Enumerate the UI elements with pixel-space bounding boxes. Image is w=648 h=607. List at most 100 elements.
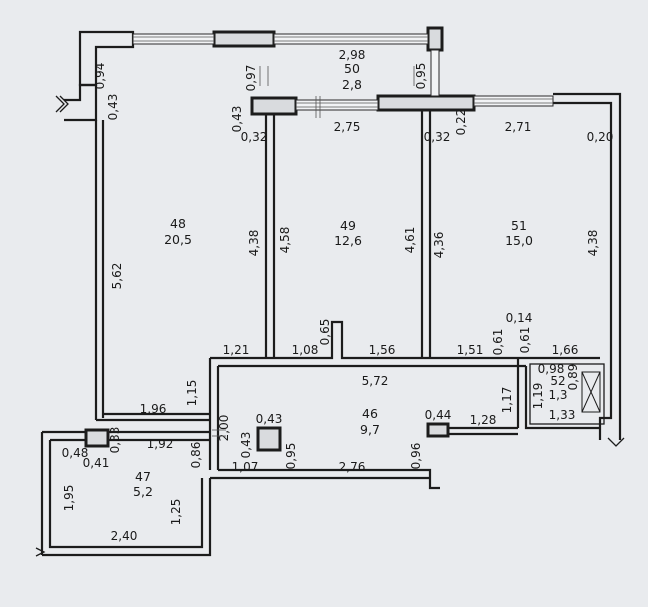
dim-label: 1,51 (457, 343, 484, 357)
wall-right-exterior (553, 92, 622, 440)
dim-label: 1,19 (531, 383, 545, 410)
dim-label: 0,41 (83, 456, 110, 470)
dimension-labels: 2,98 0,94 0,43 0,97 0,95 0,43 0,32 2,75 … (62, 48, 614, 543)
vent-shaft (581, 371, 601, 413)
room-51-area: 15,0 (505, 233, 533, 248)
room-47-number: 47 (135, 469, 151, 484)
wall-hall-left (208, 358, 220, 470)
dim-label: 0,43 (106, 94, 120, 121)
room-52-number: 52 (550, 374, 565, 388)
dim-label: 2,00 (217, 415, 231, 442)
dim-label: 0,32 (241, 130, 268, 144)
room-46-number: 46 (362, 406, 378, 421)
room-47-area: 5,2 (133, 484, 153, 499)
dim-label: 0,20 (587, 130, 614, 144)
dim-label: 0,44 (425, 408, 452, 422)
dim-label: 1,28 (470, 413, 497, 427)
dim-label: 1,33 (549, 408, 576, 422)
room-labels: 48 20,5 49 12,6 51 15,0 50 2,8 46 9,7 52… (133, 61, 567, 499)
dim-label: 1,25 (169, 499, 183, 526)
column-top-left (212, 30, 276, 48)
dim-label: 2,71 (505, 120, 532, 134)
window-room49 (295, 99, 379, 111)
dim-label: 0,43 (230, 106, 244, 133)
dim-label: 0,95 (284, 443, 298, 470)
wall-left-exterior (94, 120, 105, 420)
room-52-area: 1,3 (548, 388, 567, 402)
dim-label: 0,14 (506, 311, 533, 325)
column-hall-right (426, 422, 450, 438)
dim-label: 4,58 (278, 227, 292, 254)
room-46-area: 9,7 (360, 422, 380, 437)
dim-label: 0,61 (491, 329, 505, 356)
dim-label: 0,94 (93, 63, 107, 90)
dim-label: 1,95 (62, 485, 76, 512)
room-49-area: 12,6 (334, 233, 362, 248)
wall-partition-49-51 (420, 110, 432, 358)
dim-label: 0,98 (538, 362, 565, 376)
wall-balcony-top (108, 430, 210, 442)
dim-label: 0,32 (424, 130, 451, 144)
dim-label: 0,61 (518, 327, 532, 354)
dim-label: 5,72 (362, 374, 389, 388)
dim-label: 1,66 (552, 343, 579, 357)
window-room51 (473, 95, 554, 107)
dim-label: 2,76 (339, 460, 366, 474)
dim-label: 0,43 (256, 412, 283, 426)
dim-label: 1,56 (369, 343, 396, 357)
dim-label: 1,96 (140, 402, 167, 416)
dim-label: 5,62 (110, 263, 124, 290)
dim-label: 0,33 (108, 427, 122, 454)
column-hall-center (256, 426, 282, 452)
dim-label: 1,17 (500, 387, 514, 414)
dim-label: 1,08 (292, 343, 319, 357)
dim-label: 0,86 (189, 442, 203, 469)
dim-label: 0,97 (244, 65, 258, 92)
windows (132, 33, 554, 111)
dim-label: 1,92 (147, 437, 174, 451)
dim-label: 4,36 (432, 232, 446, 259)
dim-label: 0,48 (62, 446, 89, 460)
wall-partition-48-49 (264, 110, 276, 358)
column-balcony (84, 428, 110, 448)
room-51-number: 51 (511, 218, 527, 233)
column-top-right (426, 26, 444, 52)
dim-label: 1,21 (223, 343, 250, 357)
room-50-area: 2,8 (342, 77, 362, 92)
dim-label: 0,22 (454, 109, 468, 136)
wall-hall-52 (440, 358, 600, 436)
break-mark-bottom (35, 547, 46, 557)
room52-box (529, 363, 605, 425)
walls (35, 30, 625, 557)
sash-ticks (212, 66, 415, 437)
break-mark-left (55, 95, 69, 113)
dim-label: 0,65 (318, 319, 332, 346)
column-49-51-top (376, 94, 476, 112)
dim-label: 2,40 (111, 529, 138, 543)
wall-hall-top (210, 320, 600, 368)
wall-room48-bottom (96, 412, 210, 422)
wall-hall-bottom (210, 468, 440, 490)
window-top-right (273, 33, 429, 45)
dim-label: 4,61 (403, 227, 417, 254)
room-49-number: 49 (340, 218, 356, 233)
room-50-number: 50 (344, 61, 360, 76)
dim-label: 0,43 (239, 432, 253, 459)
dim-label: 4,38 (247, 230, 261, 257)
dim-label: 1,07 (232, 460, 259, 474)
break-mark-right (607, 437, 625, 447)
dim-label: 2,98 (339, 48, 366, 62)
dim-label: 0,96 (409, 443, 423, 470)
dim-label: 0,89 (566, 364, 580, 391)
wall-left-notch (64, 83, 98, 122)
window-top-left (132, 33, 215, 45)
room-48-area: 20,5 (164, 232, 192, 247)
dim-label: 2,75 (334, 120, 361, 134)
column-48-49-top (250, 96, 298, 116)
window-balcony-right-edge (430, 49, 440, 97)
dim-label: 0,95 (414, 63, 428, 90)
wall-balcony-47 (40, 430, 212, 557)
dim-label: 4,38 (586, 230, 600, 257)
room-48-number: 48 (170, 216, 186, 231)
